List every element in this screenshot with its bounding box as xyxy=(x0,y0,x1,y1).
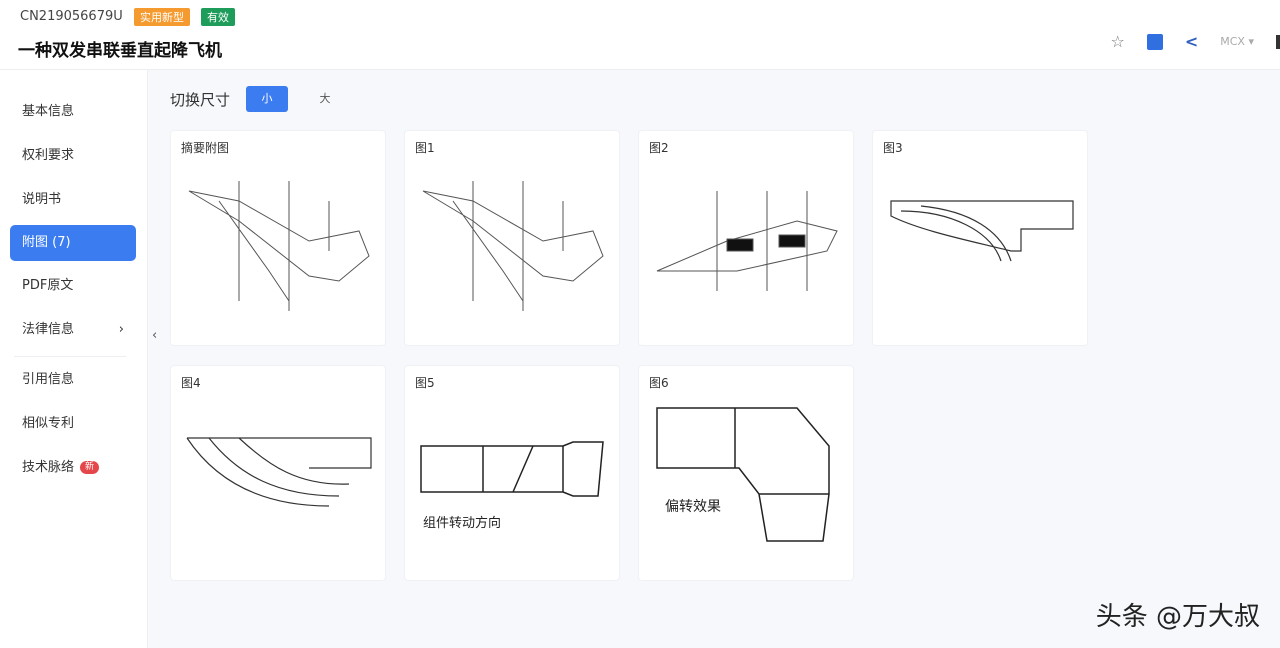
sidebar-item-description[interactable]: 说明书 xyxy=(22,192,62,207)
size-small-button[interactable]: 小 xyxy=(246,86,289,112)
aircraft-drawing xyxy=(422,181,604,311)
share-icon[interactable]: < xyxy=(1184,32,1199,51)
status-tag: 有效 xyxy=(201,8,235,26)
figure-annotation: 偏转效果 xyxy=(665,499,721,515)
sidebar-item-similar[interactable]: 相似专利 xyxy=(22,416,75,431)
sidebar-item-claims[interactable]: 权利要求 xyxy=(22,148,75,163)
more-icon[interactable] xyxy=(1276,34,1280,49)
sidebar-item-figures[interactable]: 附图 (7) xyxy=(10,225,136,261)
figure-card[interactable]: 图1 xyxy=(404,130,620,346)
page-title: 一种双发串联垂直起降飞机 xyxy=(18,41,222,61)
chevron-right-icon: › xyxy=(118,322,124,337)
new-badge: 新 xyxy=(80,461,100,474)
bookmark-icon[interactable] xyxy=(1146,33,1163,50)
size-switch-label: 切换尺寸 xyxy=(170,90,231,109)
figure-card[interactable]: 图6 偏转效果 xyxy=(638,365,854,581)
figure-caption: 图2 xyxy=(649,141,669,155)
figure-caption: 图6 xyxy=(649,376,669,390)
figure-caption: 图4 xyxy=(181,376,201,390)
figure-caption: 摘要附图 xyxy=(181,141,230,155)
aircraft-side-drawing xyxy=(656,191,838,291)
divider xyxy=(14,356,126,357)
patent-number: CN219056679U xyxy=(20,9,123,24)
sidebar-item-legal[interactable]: 法律信息 › xyxy=(10,312,136,348)
figure-card[interactable]: 图4 xyxy=(170,365,386,581)
sidebar-item-basic-info[interactable]: 基本信息 xyxy=(22,104,75,119)
collapse-sidebar-button[interactable]: ‹ xyxy=(152,328,158,343)
figure-caption: 图5 xyxy=(415,376,435,390)
sidebar-item-citations[interactable]: 引用信息 xyxy=(22,372,75,387)
size-large-button[interactable]: 大 xyxy=(319,92,331,105)
figure-caption: 图3 xyxy=(883,141,903,155)
header: CN219056679U 实用新型 有效 一种双发串联垂直起降飞机 ☆ < MC… xyxy=(0,0,1280,70)
figure-caption: 图1 xyxy=(415,141,435,155)
sidebar-item-label: 技术脉络 xyxy=(22,460,75,475)
wing-section-drawing xyxy=(186,437,372,507)
wing-section-drawing xyxy=(890,200,1074,262)
sidebar-item-label: 法律信息 xyxy=(22,322,75,337)
sidebar-item-tech[interactable]: 技术脉络新 xyxy=(10,450,136,486)
figure-card[interactable]: 图3 xyxy=(872,130,1088,346)
sidebar: 基本信息 权利要求 说明书 附图 (7) PDF原文 法律信息 › 引用信息 相似… xyxy=(0,70,148,648)
aircraft-drawing xyxy=(188,181,370,311)
sidebar-item-pdf[interactable]: PDF原文 xyxy=(22,278,74,293)
figure-card[interactable]: 摘要附图 xyxy=(170,130,386,346)
figure-card[interactable]: 图5 组件转动方向 xyxy=(404,365,620,581)
figure-card[interactable]: 图2 xyxy=(638,130,854,346)
watermark: 头条 @万大叔 xyxy=(1095,602,1260,632)
duct-deflection-drawing xyxy=(656,407,830,542)
star-icon[interactable]: ☆ xyxy=(1110,32,1125,51)
duct-rotation-drawing xyxy=(420,441,604,497)
type-tag: 实用新型 xyxy=(134,8,190,26)
figure-annotation: 组件转动方向 xyxy=(423,516,502,531)
user-menu[interactable]: MCX ▾ xyxy=(1220,35,1254,48)
